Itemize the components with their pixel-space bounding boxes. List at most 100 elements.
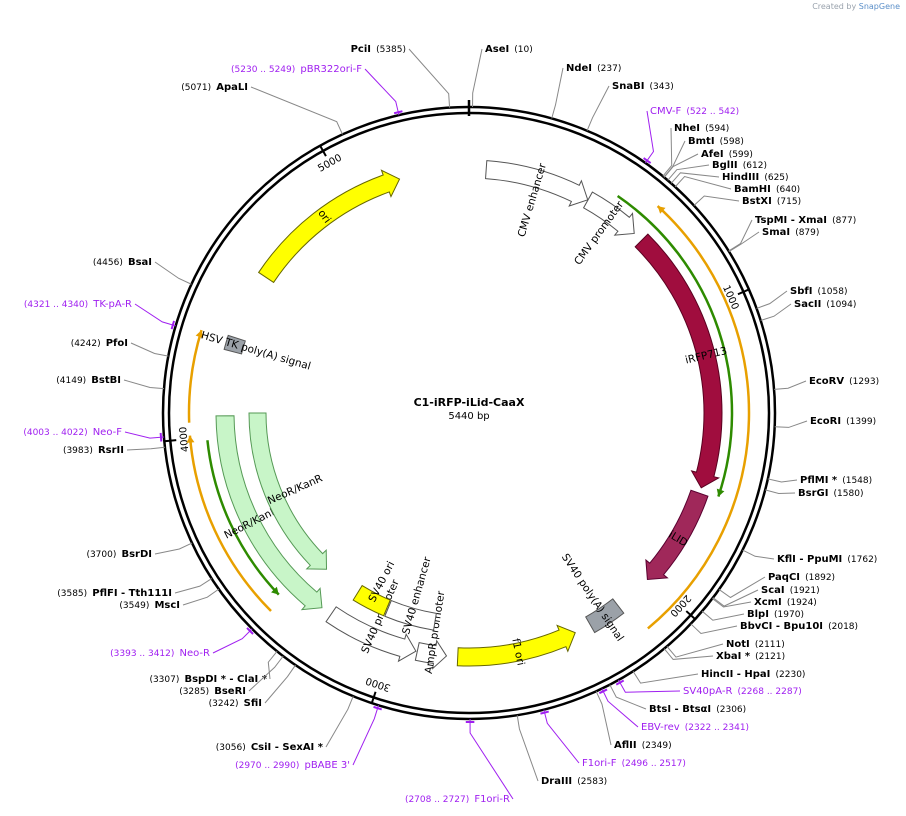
enzyme-label-hincii-hpai[interactable]: HincII - HpaI (2230)	[701, 662, 805, 681]
enzyme-label-pflmi[interactable]: PflMI * (1548)	[800, 468, 872, 487]
enzyme-label-apali[interactable]: (5071) ApaLI	[181, 75, 248, 94]
primer-label-pbr322ori-f[interactable]: (5230 .. 5249) pBR322ori-F	[231, 57, 362, 76]
enzyme-label-bstbi[interactable]: (4149) BstBI	[56, 368, 121, 387]
enzyme-leader-blpi	[701, 610, 745, 621]
enzyme-leader-smai	[728, 231, 760, 253]
enzyme-label-tspmi-xmai[interactable]: TspMI - XmaI (877)	[755, 208, 856, 227]
enzyme-position: (1293)	[849, 377, 879, 387]
feature-ampr-promoter-outer[interactable]	[414, 639, 448, 670]
primer-name: SV40pA-R	[683, 686, 732, 697]
enzyme-label-scai[interactable]: ScaI (1921)	[761, 578, 820, 597]
enzyme-position: (599)	[729, 150, 753, 160]
primer-label-cmv-f[interactable]: CMV-F (522 .. 542)	[650, 99, 739, 118]
enzyme-leader-pflfi-tth111i	[174, 578, 212, 594]
enzyme-label-hindiii[interactable]: HindIII (625)	[722, 165, 789, 184]
feature-neor-kanr-inner[interactable]	[248, 412, 328, 570]
enzyme-label-snabi[interactable]: SnaBI (343)	[612, 74, 674, 93]
enzyme-label-ecori[interactable]: EcoRI (1399)	[810, 409, 876, 428]
primer-name: EBV-rev	[641, 722, 680, 733]
enzyme-label-bsrdi[interactable]: (3700) BsrDI	[86, 542, 152, 561]
enzyme-labels[interactable]: PciI (5385) AseI (10) (5071) ApaLI NdeI (23…	[56, 37, 879, 788]
feature-sv40-enhancer-inner[interactable]	[384, 599, 437, 631]
primer-site-pbabe-3	[373, 705, 382, 711]
feature-ilid-outer[interactable]	[645, 489, 709, 580]
enzyme-leader-btsi-bts-i	[609, 684, 647, 710]
enzyme-label-nhei[interactable]: NheI (594)	[674, 116, 729, 135]
enzyme-label-rsrii[interactable]: (3983) RsrII	[63, 438, 124, 457]
enzyme-leader-xcmi	[712, 598, 752, 608]
primer-label-ebv-rev[interactable]: EBV-rev (2322 .. 2341)	[641, 715, 749, 734]
enzyme-label-sfii[interactable]: (3242) SfiI	[209, 691, 262, 710]
feature-irfp713-outer[interactable]	[634, 233, 723, 489]
enzyme-label-sbfi[interactable]: SbfI (1058)	[790, 279, 847, 298]
feature-sv40-promoter-outer[interactable]	[325, 606, 417, 663]
enzyme-label-bbvci-bpu10i[interactable]: BbvCI - Bpu10I (2018)	[740, 614, 858, 633]
enzyme-name: AfeI	[701, 149, 724, 160]
enzyme-label-xcmi[interactable]: XcmI (1924)	[754, 590, 817, 609]
primer-arc-0	[616, 194, 734, 497]
enzyme-label-smai[interactable]: SmaI (879)	[762, 220, 819, 239]
enzyme-name: BseRI	[214, 686, 246, 697]
primer-label-f1ori-r[interactable]: (2708 .. 2727) F1ori-R	[405, 787, 510, 806]
enzyme-label-bseri[interactable]: (3285) BseRI	[179, 679, 246, 698]
feature-sv40-ori-inner[interactable]	[352, 584, 391, 617]
primer-site-cmv-f	[643, 157, 652, 164]
enzyme-leader-ndei	[551, 67, 564, 119]
enzyme-label-afei[interactable]: AfeI (599)	[701, 142, 753, 161]
enzyme-leader-bsai	[154, 261, 192, 285]
enzyme-label-aflii[interactable]: AflII (2349)	[614, 733, 672, 752]
enzyme-label-pflfi-tth111i[interactable]: (3585) PflFI - Tth111I	[57, 581, 172, 600]
feature-hsv-tk-poly-a-signal-outer[interactable]	[223, 334, 246, 355]
primer-arc-head-0	[716, 488, 725, 497]
enzyme-label-btsi-bts-i[interactable]: BtsI - BtsαI (2306)	[649, 697, 746, 716]
enzyme-leader-apali	[250, 86, 343, 135]
enzyme-label-blpi[interactable]: BlpI (1970)	[747, 602, 804, 621]
enzyme-label-bamhi[interactable]: BamHI (640)	[734, 177, 800, 196]
feature-neor-kanr-outer[interactable]	[215, 415, 323, 611]
enzyme-label-kfli-ppumi[interactable]: KflI - PpuMI (1762)	[777, 547, 877, 566]
enzyme-label-asei[interactable]: AseI (10)	[485, 37, 533, 56]
enzyme-label-paqci[interactable]: PaqCI (1892)	[768, 565, 835, 584]
feature-ori-outer[interactable]	[257, 169, 401, 284]
enzyme-leader-bbvci-bpu10i	[690, 623, 738, 634]
enzyme-name: BtsI - BtsαI	[649, 704, 711, 715]
primer-label-sv40pa-r[interactable]: SV40pA-R (2268 .. 2287)	[683, 679, 802, 698]
primer-label-f1ori-f[interactable]: F1ori-F (2496 .. 2517)	[582, 751, 686, 770]
primer-label-neo-f[interactable]: (4003 .. 4022) Neo-F	[23, 420, 122, 439]
enzyme-leader-msci	[182, 588, 220, 606]
enzyme-leader-ecorv	[774, 380, 807, 390]
feature-f1-ori-outer[interactable]	[456, 624, 576, 667]
enzyme-name: AseI	[485, 44, 509, 55]
primer-arc-3	[188, 435, 272, 612]
primer-labels[interactable]: (5230 .. 5249) pBR322ori-F CMV-F (522 .. …	[23, 57, 802, 806]
feature-sv40-poly-a-signal-outer[interactable]	[585, 598, 625, 634]
enzyme-position: (2121)	[755, 652, 785, 662]
enzyme-name: XcmI	[754, 597, 782, 608]
enzyme-leader-snabi	[586, 85, 610, 131]
enzyme-label-bsai[interactable]: (4456) BsaI	[93, 250, 152, 269]
tick-mark-5000	[319, 145, 327, 157]
enzyme-label-noti[interactable]: NotI (2111)	[726, 632, 785, 651]
primer-arc-head-3	[186, 435, 195, 443]
enzyme-label-csii-sexai[interactable]: (3056) CsiI - SexAI *	[216, 735, 324, 754]
primer-label-neo-r[interactable]: (3393 .. 3412) Neo-R	[110, 641, 210, 660]
enzyme-position: (4149)	[56, 376, 86, 386]
enzyme-label-xbai[interactable]: XbaI * (2121)	[716, 644, 785, 663]
feature-cmv-promoter-outer[interactable]	[582, 191, 635, 236]
enzyme-label-pfoi[interactable]: (4242) PfoI	[71, 331, 128, 350]
enzyme-label-bglii[interactable]: BglII (612)	[712, 153, 767, 172]
enzyme-label-draiii[interactable]: DraIII (2583)	[541, 769, 607, 788]
enzyme-label-ndei[interactable]: NdeI (237)	[566, 56, 621, 75]
enzyme-label-msci[interactable]: (3549) MscI	[119, 593, 180, 612]
enzyme-label-bsrgi[interactable]: BsrGI (1580)	[798, 481, 863, 500]
enzyme-position: (1921)	[790, 586, 820, 596]
enzyme-label-ecorv[interactable]: EcoRV (1293)	[809, 369, 879, 388]
enzyme-name: NheI	[674, 123, 700, 134]
enzyme-label-pcii[interactable]: PciI (5385)	[351, 37, 406, 56]
enzyme-label-bstxi[interactable]: BstXI (715)	[742, 189, 801, 208]
enzyme-label-bspdi-clai[interactable]: (3307) BspDI * - ClaI *	[149, 667, 267, 686]
enzyme-label-bmti[interactable]: BmtI (598)	[688, 129, 744, 148]
primer-label-tk-pa-r[interactable]: (4321 .. 4340) TK-pA-R	[24, 292, 132, 311]
primer-label-pbabe-3[interactable]: (2970 .. 2990) pBABE 3'	[235, 753, 350, 772]
enzyme-label-sacii[interactable]: SacII (1094)	[794, 292, 856, 311]
